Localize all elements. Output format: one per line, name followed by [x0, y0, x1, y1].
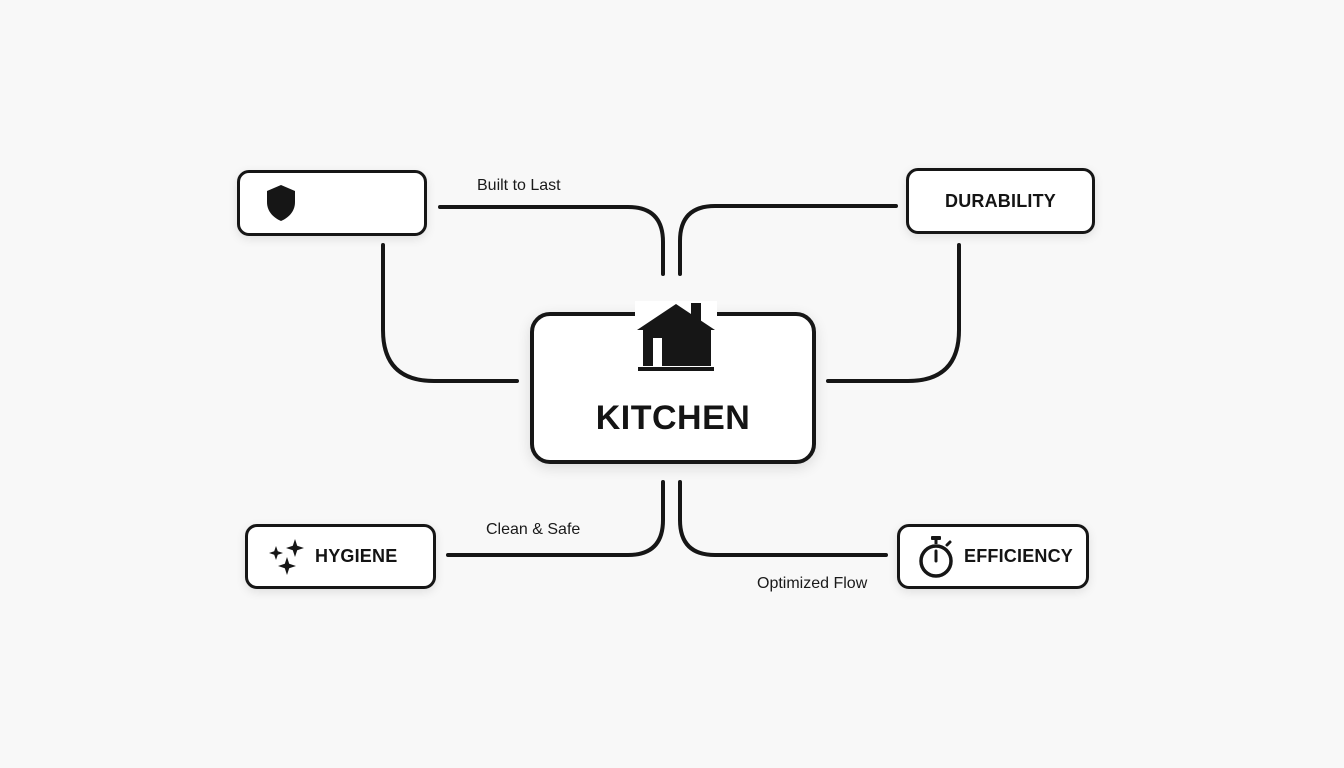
node-hygiene[interactable]: HYGIENE — [245, 524, 436, 589]
edge-label-optimized-flow: Optimized Flow — [757, 575, 868, 592]
stopwatch-icon — [917, 535, 955, 579]
node-hygiene-label: HYGIENE — [315, 546, 398, 566]
edge-label-built-to-last: Built to Last — [477, 177, 561, 194]
connector-bottom-left-to-center — [446, 480, 665, 557]
shield-icon — [264, 183, 298, 223]
connector-top-left-down — [381, 243, 519, 383]
node-efficiency-label: EFFICIENCY — [964, 546, 1074, 566]
connector-top-right-down — [826, 243, 961, 383]
node-kitchen[interactable]: KITCHEN — [530, 301, 816, 464]
house-icon — [635, 301, 717, 377]
connector-top-right-to-center — [678, 204, 898, 276]
sparkles-icon — [268, 537, 306, 577]
node-durability[interactable]: DURABILITY — [906, 168, 1095, 234]
node-top-left[interactable] — [237, 170, 427, 236]
edge-label-clean-safe: Clean & Safe — [486, 521, 581, 538]
node-durability-label: DURABILITY — [945, 190, 1056, 211]
kitchen-title: KITCHEN — [595, 399, 751, 437]
connector-bottom-right-to-center — [678, 480, 888, 557]
node-efficiency[interactable]: EFFICIENCY — [897, 524, 1089, 589]
connector-top-left-to-center — [438, 205, 665, 276]
